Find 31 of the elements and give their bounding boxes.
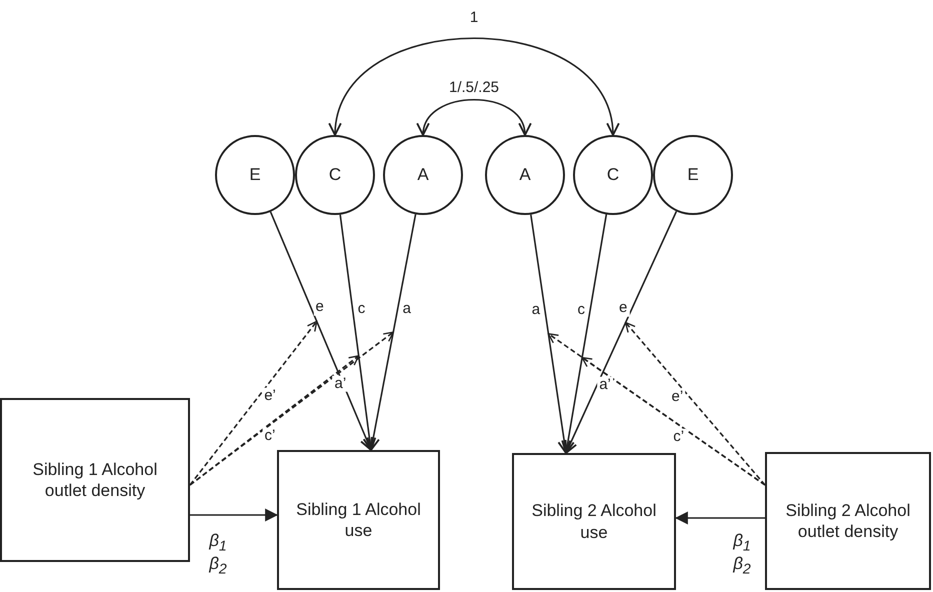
variable-box bbox=[277, 450, 440, 590]
dashed-arrow bbox=[189, 320, 318, 486]
edge-label: a’ bbox=[332, 376, 348, 392]
dashed-arrow bbox=[624, 322, 766, 486]
path-coefficient: β$_{1}$ β$_{2}$ bbox=[732, 532, 752, 578]
arrow bbox=[366, 214, 416, 451]
variable-box bbox=[0, 398, 190, 562]
arrow bbox=[190, 508, 278, 522]
factor-label: A bbox=[417, 164, 429, 186]
factor-label: E bbox=[249, 164, 261, 186]
variable-label: Sibling 2 Alcohol outlet density bbox=[784, 500, 912, 542]
arrow bbox=[418, 98, 530, 136]
arrow bbox=[270, 212, 373, 451]
path-coefficient: β$_{1}$ β$_{2}$ bbox=[208, 532, 228, 578]
arrow bbox=[339, 214, 376, 451]
arrow bbox=[564, 211, 678, 454]
arrow bbox=[330, 38, 618, 136]
factor-label: E bbox=[687, 164, 699, 186]
factor-label: A bbox=[519, 164, 531, 186]
variable-box bbox=[765, 452, 931, 590]
arrow bbox=[674, 512, 765, 524]
variable-box bbox=[512, 453, 676, 590]
variable-label: Sibling 1 Alcohol use bbox=[295, 498, 422, 542]
dashed-arrow bbox=[581, 356, 766, 486]
arrow bbox=[530, 214, 571, 454]
factor-label: C bbox=[328, 164, 342, 186]
variable-label: Sibling 1 Alcohol outlet density bbox=[32, 458, 158, 502]
variable-label: Sibling 2 Alcohol use bbox=[530, 500, 658, 543]
factor-label: C bbox=[606, 164, 620, 186]
dashed-arrow bbox=[190, 331, 394, 486]
arrow bbox=[561, 214, 608, 454]
